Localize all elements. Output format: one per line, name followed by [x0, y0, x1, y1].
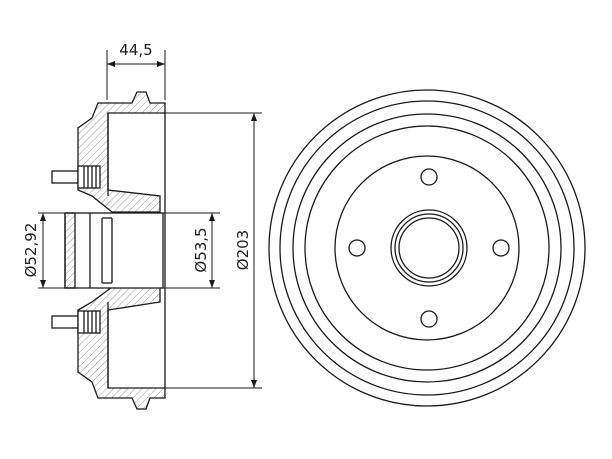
upper-wheel-stud [51, 165, 101, 189]
stud-hole-right [492, 239, 510, 257]
hub-center-bore-outer [390, 209, 468, 287]
drum-rim-ring-3 [292, 113, 562, 383]
lower-section-profile [77, 286, 166, 410]
bore-inner-diameter-label: Ø52,92 [22, 223, 40, 278]
hub-center-bore-mid [394, 213, 464, 283]
stud-hole-bottom [420, 310, 438, 328]
width-dimension-label: 44,5 [119, 41, 152, 59]
outer-diameter-label: Ø203 [234, 230, 252, 270]
stud-hole-top [420, 168, 438, 186]
upper-section-profile [77, 91, 166, 213]
hub-center-bore-inner [398, 217, 460, 279]
hub-bore [64, 212, 164, 289]
section-view [51, 91, 166, 410]
lower-wheel-stud [51, 310, 101, 334]
front-view [268, 89, 586, 407]
hub-bore-hatch-left [64, 212, 76, 289]
stud-hole-left [348, 239, 366, 257]
dimension-lines [38, 50, 262, 389]
drum-rim-ring-2 [279, 100, 575, 396]
bore-outer-diameter-label: Ø53,5 [192, 227, 210, 272]
drum-outer-rim [268, 89, 586, 407]
hub-flange [334, 155, 520, 341]
drum-face-ring [304, 125, 550, 371]
